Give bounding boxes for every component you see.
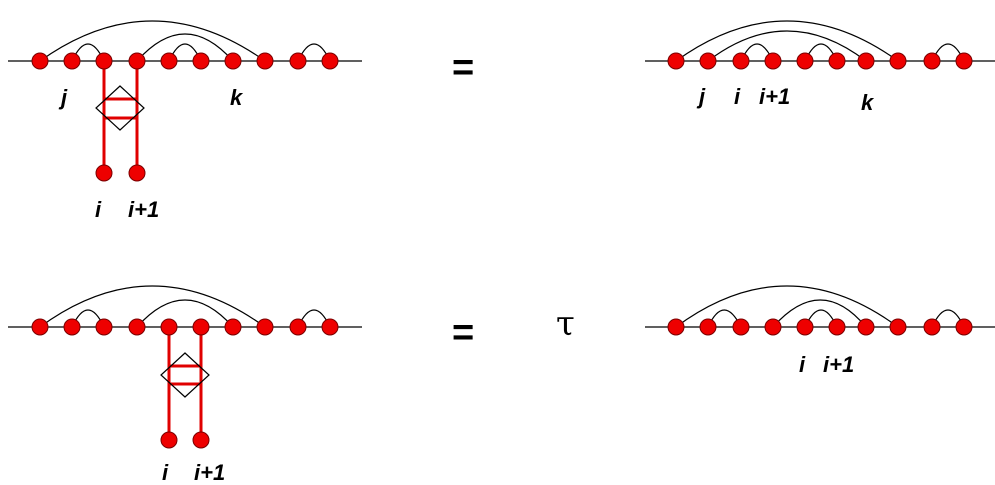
row1-rhs-node bbox=[857, 52, 875, 70]
row2-lhs-node bbox=[321, 318, 339, 336]
row2-lhs-diamond-vertex bbox=[160, 352, 210, 398]
row1-lhs-node bbox=[128, 52, 146, 70]
row1-lhs-arc-outer bbox=[39, 20, 266, 62]
row1-lhs-node bbox=[160, 52, 178, 70]
row1-rhs-node bbox=[828, 52, 846, 70]
row1-lhs-node bbox=[289, 52, 307, 70]
row1-lhs-label-i-plus-1: i+1 bbox=[128, 197, 159, 222]
row1-lhs-bottom-node bbox=[95, 164, 113, 182]
row1-lhs-node bbox=[256, 52, 274, 70]
row2-rhs-node bbox=[955, 318, 973, 336]
row1-lhs-label-i: i bbox=[95, 197, 102, 222]
row1-lhs-node bbox=[321, 52, 339, 70]
row2-rhs-node bbox=[699, 318, 717, 336]
row2-lhs-bottom-node bbox=[160, 431, 178, 449]
row2-lhs-node bbox=[128, 318, 146, 336]
row1-rhs-node bbox=[764, 52, 782, 70]
row1-lhs-node bbox=[31, 52, 49, 70]
row2-rhs-node bbox=[732, 318, 750, 336]
row1-rhs-node bbox=[889, 52, 907, 70]
row2-lhs-node bbox=[289, 318, 307, 336]
row2-lhs-label-i: i bbox=[162, 460, 169, 485]
row2-lhs-node bbox=[63, 318, 81, 336]
row2-lhs-diagram: i i+1 bbox=[8, 285, 362, 485]
row1-rhs-node bbox=[667, 52, 685, 70]
row2-lhs-node bbox=[224, 318, 242, 336]
row1-lhs-bottom-node bbox=[128, 164, 146, 182]
row2-lhs-arc bbox=[136, 299, 234, 328]
row2-rhs-node bbox=[828, 318, 846, 336]
row1-rhs-arc-outer bbox=[675, 20, 899, 62]
row1-rhs-diagram: j i i+1 k bbox=[645, 20, 995, 115]
row1-lhs-node bbox=[95, 52, 113, 70]
row1-rhs-node bbox=[732, 52, 750, 70]
row1-rhs-label-i-plus-1: i+1 bbox=[759, 84, 790, 109]
row2-lhs-arc-outer bbox=[39, 285, 266, 328]
row1-lhs-node bbox=[224, 52, 242, 70]
row2-rhs-node bbox=[667, 318, 685, 336]
row2-rhs-label-i-plus-1: i+1 bbox=[823, 352, 854, 377]
row2-lhs-node bbox=[192, 318, 210, 336]
row1-rhs-arc-inner bbox=[707, 30, 867, 62]
row2-lhs-node bbox=[31, 318, 49, 336]
row1-lhs-diamond-vertex bbox=[95, 85, 145, 131]
row2-lhs-label-i-plus-1: i+1 bbox=[194, 460, 225, 485]
row1-rhs-label-i: i bbox=[734, 84, 741, 109]
row1-lhs-label-j: j bbox=[58, 85, 68, 110]
row1-rhs-node bbox=[796, 52, 814, 70]
row2-rhs-node bbox=[889, 318, 907, 336]
row1-equals-sign: = bbox=[452, 47, 474, 89]
row2-tau-symbol: τ bbox=[556, 304, 575, 344]
row2-lhs-node bbox=[256, 318, 274, 336]
row2-rhs-node bbox=[923, 318, 941, 336]
row2-rhs-diagram: i i+1 bbox=[645, 285, 995, 377]
row1-lhs-arc bbox=[136, 33, 234, 62]
row2-rhs-node bbox=[796, 318, 814, 336]
row2-rhs-label-i: i bbox=[799, 352, 806, 377]
row2-rhs-arc-outer bbox=[675, 285, 899, 328]
row1-lhs-diagram: j k i i+1 bbox=[8, 20, 362, 222]
row2-lhs-bottom-node bbox=[192, 431, 210, 449]
row1-lhs-node bbox=[63, 52, 81, 70]
row1-lhs-node bbox=[192, 52, 210, 70]
row1-rhs-node bbox=[955, 52, 973, 70]
row1-rhs-label-k: k bbox=[861, 90, 875, 115]
row1-lhs-label-k: k bbox=[230, 85, 244, 110]
row2-rhs-node bbox=[764, 318, 782, 336]
row1-rhs-label-j: j bbox=[696, 84, 706, 109]
row2-rhs-node bbox=[857, 318, 875, 336]
row2-lhs-node bbox=[160, 318, 178, 336]
row2-equals-sign: = bbox=[452, 312, 474, 354]
row1-rhs-node bbox=[699, 52, 717, 70]
row2-lhs-node bbox=[95, 318, 113, 336]
row2-rhs-arc bbox=[772, 299, 867, 328]
row1-rhs-node bbox=[923, 52, 941, 70]
